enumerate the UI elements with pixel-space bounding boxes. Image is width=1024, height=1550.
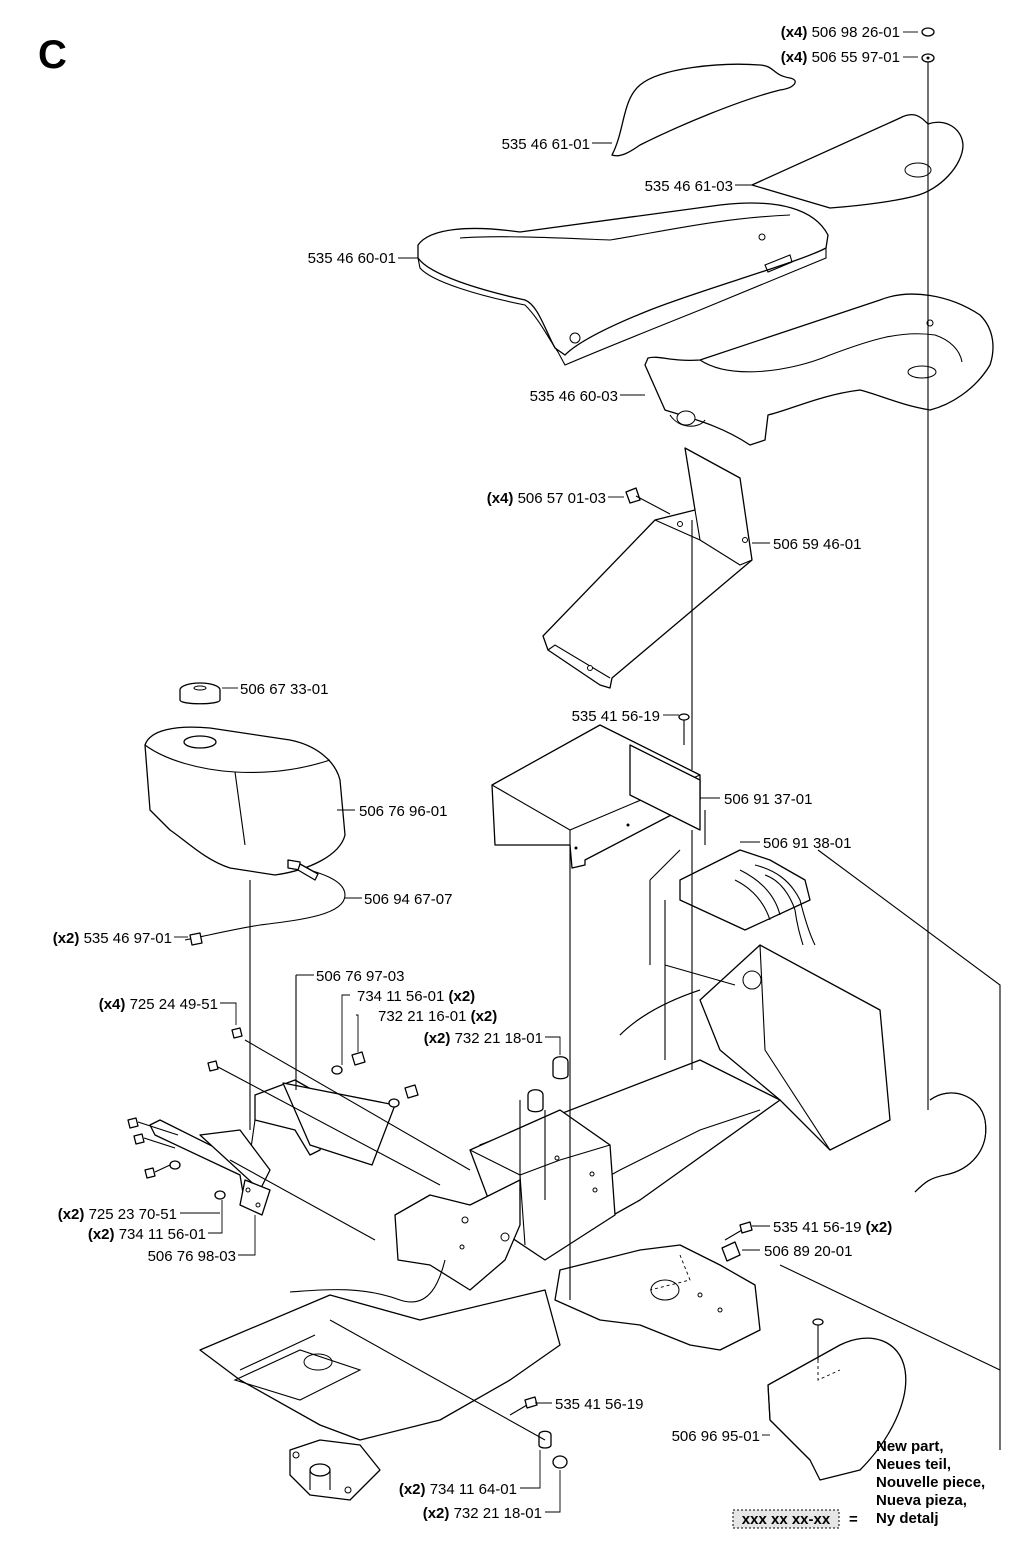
part-label-506559701: (x4) 506 55 97-01 <box>781 49 900 66</box>
part-label-506913801: 506 91 38-01 <box>763 835 851 852</box>
part-label-535415619-low: 535 41 56-19 <box>555 1396 643 1413</box>
part-label-506892001: 506 89 20-01 <box>764 1243 852 1260</box>
side-panel-part <box>767 1318 907 1481</box>
tank-bracket-part <box>249 1079 396 1166</box>
part-label-535466003: 535 46 60-03 <box>530 388 618 405</box>
bolt-group-icon <box>127 1027 419 1200</box>
console-cover-part <box>491 724 701 869</box>
part-label-732211801-b: (x2) 732 21 18-01 <box>423 1505 542 1522</box>
legend-line-4: Nueva pieza, <box>876 1492 967 1509</box>
legend-placeholder: xxx xx xx-xx <box>742 1511 831 1528</box>
legend-equals: = <box>849 1511 858 1528</box>
part-label-506913701: 506 91 37-01 <box>724 791 812 808</box>
part-label-535415619-top: 535 41 56-19 <box>572 708 660 725</box>
part-label-506769803: 506 76 98-03 <box>148 1248 236 1265</box>
seat-foam-part <box>751 114 964 209</box>
bolt-icon <box>625 487 671 515</box>
tank-bracket-lower-part <box>149 1119 271 1216</box>
part-label-506982601: (x4) 506 98 26-01 <box>781 24 900 41</box>
main-frame-part <box>199 944 987 1501</box>
part-labels: (x4) 506 98 26-01 (x4) 506 55 97-01 535 … <box>53 24 900 1522</box>
legend-line-2: Neues teil, <box>876 1456 951 1473</box>
fuel-tank-part <box>144 726 346 876</box>
section-letter: C <box>38 33 67 77</box>
part-label-734115601-a: 734 11 56-01 (x2) <box>357 988 475 1005</box>
fuel-cap-part <box>179 682 221 705</box>
fuel-hose-part <box>184 859 346 946</box>
washer-icon <box>921 27 935 63</box>
switch-icon <box>721 1241 741 1262</box>
part-label-506969501: 506 96 95-01 <box>672 1428 760 1445</box>
legend-swatch <box>732 1509 840 1529</box>
part-label-506769601: 506 76 96-01 <box>359 803 447 820</box>
assembly-lines <box>217 62 1001 1450</box>
part-label-506946707: 506 94 67-07 <box>364 891 452 908</box>
leader-lines <box>174 31 918 1513</box>
part-label-535466101: 535 46 61-01 <box>502 136 590 153</box>
part-label-506594601: 506 59 46-01 <box>773 536 861 553</box>
seat-upper-shell-part <box>417 202 829 366</box>
part-label-732211601: 732 21 16-01 (x2) <box>378 1008 497 1025</box>
part-label-506769703: 506 76 97-03 <box>316 968 404 985</box>
part-label-734115601-b: (x2) 734 11 56-01 <box>88 1226 206 1243</box>
part-label-506673301: 506 67 33-01 <box>240 681 328 698</box>
part-label-725244951: (x4) 725 24 49-51 <box>99 996 218 1013</box>
legend-line-3: Nouvelle piece, <box>876 1474 985 1491</box>
seat-pad-part <box>611 63 796 157</box>
cable-guide-part <box>679 849 816 946</box>
part-label-506570103: (x4) 506 57 01-03 <box>487 490 606 507</box>
seat-bracket-part <box>542 447 753 689</box>
new-part-legend: New part, Neues teil, Nouvelle piece, Nu… <box>732 1438 985 1529</box>
legend-line-1: New part, <box>876 1438 944 1455</box>
seat-pan-part <box>644 293 994 446</box>
part-label-535466001: 535 46 60-01 <box>308 250 396 267</box>
part-label-535469701: (x2) 535 46 97-01 <box>53 930 172 947</box>
part-label-734116401: (x2) 734 11 64-01 <box>399 1481 517 1498</box>
part-label-732211801-a: (x2) 732 21 18-01 <box>424 1030 543 1047</box>
screw-icon <box>678 713 690 745</box>
legend-line-5: Ny detalj <box>876 1510 939 1527</box>
part-label-535466103: 535 46 61-03 <box>645 178 733 195</box>
part-label-725237051: (x2) 725 23 70-51 <box>58 1206 177 1223</box>
part-label-535415619-x2: 535 41 56-19 (x2) <box>773 1219 892 1236</box>
screw-pair-icon <box>509 1221 753 1416</box>
